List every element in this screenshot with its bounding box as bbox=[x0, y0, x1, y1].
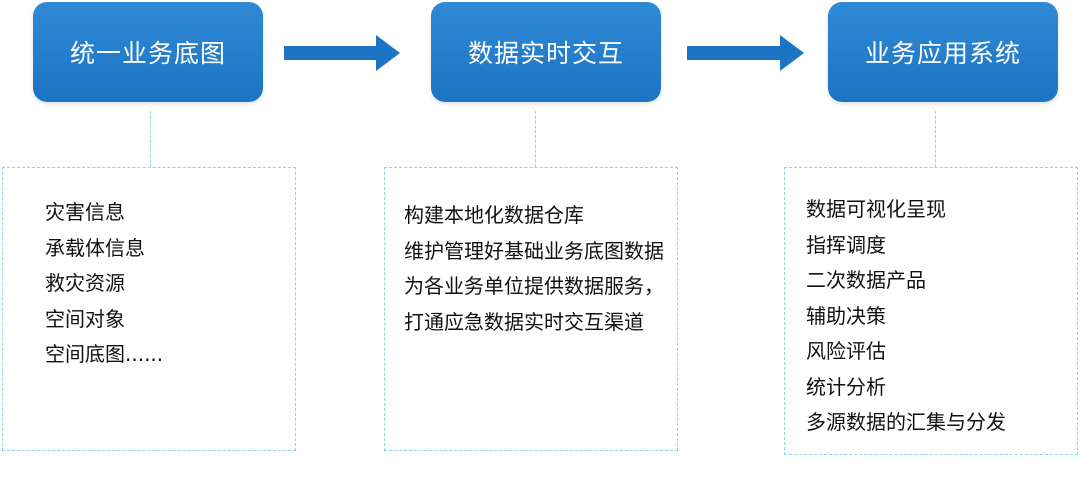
stage-box-realtime-data-interaction: 数据实时交互 bbox=[431, 2, 661, 102]
list-item: 风险评估 bbox=[806, 339, 886, 363]
right-arrow-icon bbox=[284, 35, 400, 71]
list-item: 指挥调度 bbox=[806, 232, 886, 257]
list-item: 构建本地化数据仓库 bbox=[404, 203, 584, 227]
list-item: 统计分析 bbox=[806, 374, 886, 399]
connector-line bbox=[535, 111, 536, 167]
list-item: 二次数据产品 bbox=[806, 268, 926, 292]
stage-title: 数据实时交互 bbox=[467, 39, 624, 68]
detail-list: 数据可视化呈现 指挥调度 二次数据产品 辅助决策 风险评估 统计分析 多源数据的… bbox=[806, 192, 1006, 441]
stage-title: 业务应用系统 bbox=[864, 39, 1021, 68]
list-item: 空间对象 bbox=[45, 306, 125, 331]
detail-box-realtime-data-interaction: 构建本地化数据仓库 维护管理好基础业务底图数据 为各业务单位提供数据服务，打通应… bbox=[384, 167, 678, 451]
list-item: 为各业务单位提供数据服务，打通应急数据实时交互渠道 bbox=[404, 274, 664, 334]
right-arrow-icon bbox=[687, 35, 804, 71]
detail-list: 灾害信息 承载体信息 救灾资源 空间对象 空间底图...... bbox=[45, 195, 163, 373]
list-item: 数据可视化呈现 bbox=[806, 197, 946, 221]
list-item: 多源数据的汇集与分发 bbox=[806, 410, 1006, 434]
stage-box-business-application-system: 业务应用系统 bbox=[828, 2, 1058, 102]
detail-box-business-application-system: 数据可视化呈现 指挥调度 二次数据产品 辅助决策 风险评估 统计分析 多源数据的… bbox=[784, 167, 1078, 455]
stage-box-unified-basemap: 统一业务底图 bbox=[33, 2, 263, 102]
stage-title: 统一业务底图 bbox=[69, 39, 226, 68]
list-item: 救灾资源 bbox=[45, 271, 125, 295]
list-item: 维护管理好基础业务底图数据 bbox=[404, 238, 664, 263]
list-item: 空间底图...... bbox=[45, 342, 164, 366]
detail-list: 构建本地化数据仓库 维护管理好基础业务底图数据 为各业务单位提供数据服务，打通应… bbox=[404, 198, 668, 340]
list-item: 承载体信息 bbox=[45, 235, 145, 260]
connector-line bbox=[935, 111, 936, 167]
list-item: 辅助决策 bbox=[806, 303, 886, 328]
detail-box-unified-basemap: 灾害信息 承载体信息 救灾资源 空间对象 空间底图...... bbox=[2, 167, 296, 451]
list-item: 灾害信息 bbox=[45, 200, 125, 224]
connector-line bbox=[150, 111, 151, 167]
